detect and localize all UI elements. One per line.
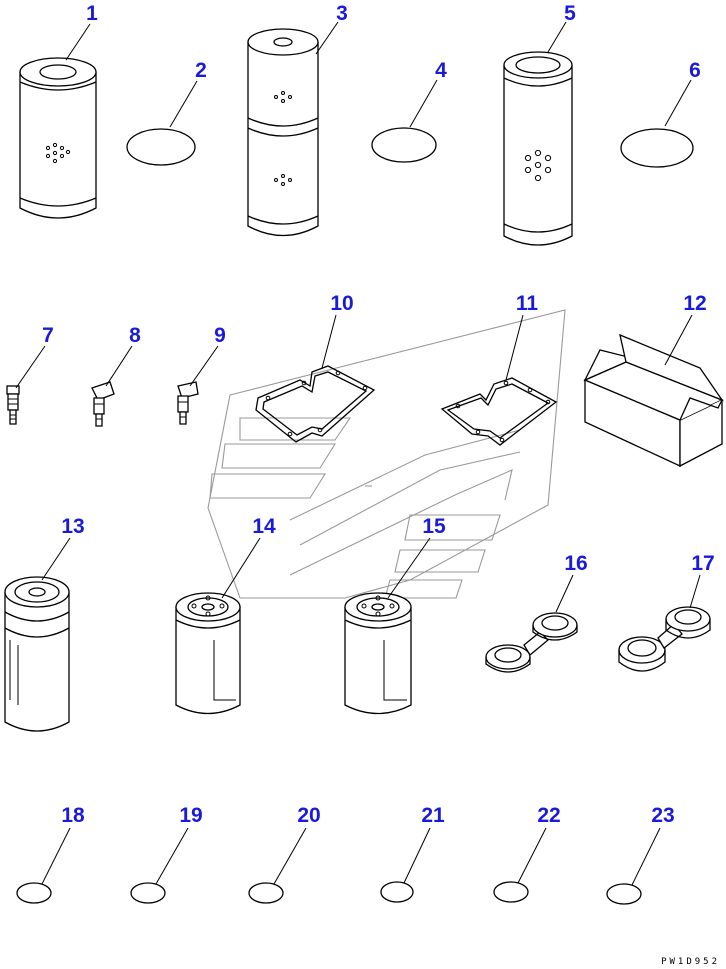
label-part-14: 14: [252, 515, 276, 538]
part-2-o-ring: [126, 128, 196, 166]
label-part-17: 17: [691, 552, 714, 575]
label-part-13: 13: [61, 515, 84, 538]
watermark-logo: [207, 309, 566, 599]
label-part-18: 18: [61, 804, 85, 827]
label-part-7: 7: [42, 324, 54, 347]
part-17-filter-wrench: [618, 606, 711, 672]
part-4-o-ring: [371, 127, 437, 163]
part-12-box: [583, 333, 724, 468]
label-part-8: 8: [129, 324, 141, 347]
label-part-1: 1: [86, 2, 98, 25]
part-15-spin-on-filter: [344, 592, 412, 715]
part-7-fitting: [6, 385, 20, 425]
part-6-o-ring: [620, 128, 694, 168]
label-part-15: 15: [422, 515, 446, 538]
label-part-6: 6: [689, 59, 701, 82]
part-9-elbow-fitting: [177, 381, 199, 425]
label-part-12: 12: [683, 292, 706, 315]
label-part-3: 3: [336, 2, 348, 25]
part-19-o-ring: [130, 882, 166, 904]
part-1-hole-pattern: [45, 142, 71, 164]
drawing-code: PW1D952: [661, 957, 720, 967]
part-3-filter-element: [247, 28, 319, 237]
part-22-o-ring: [493, 881, 529, 903]
part-18-o-ring: [16, 882, 52, 904]
callout-labels: 1 2 3 4 5 6 7 8 9 10 11 12 13 14 15 16 1…: [42, 2, 715, 827]
part-13-spin-on-filter: [4, 576, 70, 732]
part-11-gasket: [440, 377, 558, 446]
label-part-10: 10: [330, 292, 353, 315]
label-part-11: 11: [516, 292, 539, 315]
label-part-5: 5: [564, 2, 576, 25]
part-16-filter-wrench: [485, 612, 578, 673]
label-part-16: 16: [564, 552, 587, 575]
part-21-o-ring: [380, 881, 414, 903]
part-20-o-ring: [248, 882, 284, 904]
part-23-o-ring: [606, 883, 642, 905]
label-part-20: 20: [297, 804, 320, 827]
part-8-elbow-fitting: [91, 381, 115, 427]
part-14-spin-on-filter: [175, 592, 241, 715]
leader-lines: [15, 21, 701, 886]
part-5-hole-pattern: [524, 149, 552, 182]
label-part-4: 4: [435, 59, 447, 82]
label-part-22: 22: [537, 804, 560, 827]
label-part-23: 23: [651, 804, 674, 827]
label-part-2: 2: [195, 59, 207, 82]
part-1-filter-element: [19, 57, 97, 219]
part-5-filter-element: [503, 51, 573, 246]
label-part-19: 19: [179, 804, 202, 827]
label-part-21: 21: [421, 804, 445, 827]
label-part-9: 9: [214, 324, 226, 347]
part-3-hole-pattern: [274, 91, 292, 186]
part-10-gasket: [255, 365, 376, 443]
